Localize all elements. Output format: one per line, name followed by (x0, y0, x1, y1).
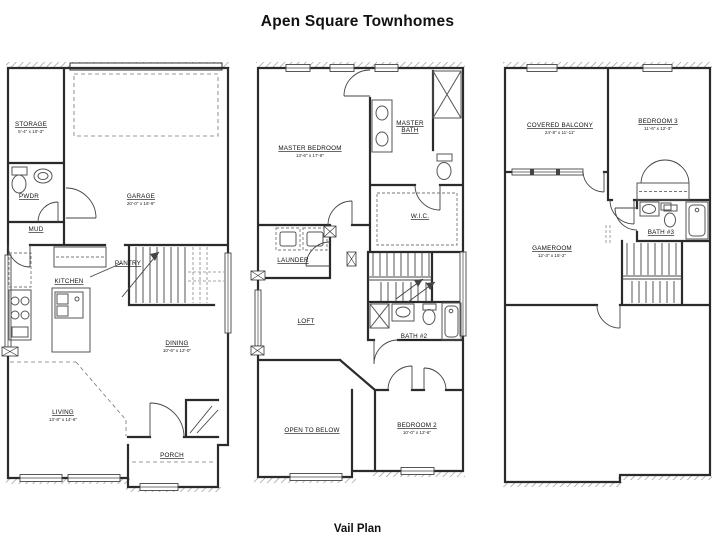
walls (256, 66, 465, 479)
laundry-fixtures (275, 227, 328, 251)
master-bedroom-label: MASTER BEDROOM (278, 145, 341, 152)
bedroom3-closet (636, 182, 690, 201)
sheet-title: Apen Square Townhomes (260, 13, 455, 30)
section-markers (250, 225, 357, 356)
covered-balcony-label: COVERED BALCONY (527, 122, 594, 129)
storage-label: STORAGE (15, 121, 47, 128)
porch-label: PORCH (160, 452, 184, 459)
plan-name: Vail Plan (333, 523, 382, 535)
windows (4, 252, 232, 491)
living-label: LIVING (52, 409, 74, 416)
powder-fixtures (11, 166, 53, 194)
walls (503, 66, 712, 484)
garage-door (69, 62, 223, 137)
wic-label: W.I.C. (411, 213, 429, 220)
garage-label: GARAGE (127, 193, 155, 200)
bath3-fixtures (639, 201, 709, 240)
master-bath-fixtures (371, 70, 462, 180)
stairs (121, 247, 224, 303)
ceiling-break-lines (10, 361, 214, 463)
section-markers (1, 346, 19, 357)
stairs (368, 253, 436, 303)
mud-label: MUD (29, 226, 44, 233)
second-floor-plan: MASTER BEDROOM 13'-6" x 17'-8" MASTER BA… (250, 62, 467, 483)
labels: COVERED BALCONY 24'-8" x 11'-11" BEDROOM… (527, 118, 678, 258)
master-bedroom-dims: 13'-6" x 17'-8" (296, 153, 325, 158)
first-floor-plan: STORAGE 5'-4" x 10'-3" PWDR MUD GARAGE 2… (1, 62, 232, 492)
kitchen-fixtures (8, 246, 107, 353)
open-to-below-label: OPEN TO BELOW (284, 427, 339, 434)
third-floor-plan: COVERED BALCONY 24'-8" x 11'-11" BEDROOM… (503, 62, 712, 487)
bedroom3-label: BEDROOM 3 (638, 118, 678, 125)
exterior-hatch (503, 62, 712, 487)
living-dims: 13'-8" x 14'-6" (49, 417, 78, 422)
master-bath-label-line2: BATH (401, 127, 418, 134)
bedroom2-dims: 10'-0" x 12'-6" (403, 430, 432, 435)
pwdr-label: PWDR (19, 193, 39, 200)
bedroom3-dims: 11'-6" x 12'-3" (644, 126, 672, 131)
dining-dims: 10'-6" x 12'-0" (163, 348, 192, 353)
bath2-label: BATH #2 (401, 333, 428, 340)
storage-dims: 5'-4" x 10'-3" (18, 129, 44, 134)
wic-shelving (376, 192, 458, 246)
bath2-fixtures (369, 302, 462, 341)
dining-label: DINING (165, 340, 188, 347)
doors (305, 69, 447, 391)
gameroom-label: GAMEROOM (532, 245, 572, 252)
labels: STORAGE 5'-4" x 10'-3" PWDR MUD GARAGE 2… (15, 121, 192, 459)
covered-balcony-dims: 24'-8" x 11'-11" (545, 130, 575, 135)
doors (7, 187, 219, 438)
garage-dims: 20'-0" x 16'-9" (127, 201, 156, 206)
pantry-label: PANTRY (115, 260, 142, 267)
stairs (605, 225, 682, 303)
bath3-label: BATH #3 (648, 229, 675, 236)
loft-label: LOFT (298, 318, 315, 325)
master-bath-label-line1: MASTER (396, 120, 424, 127)
bedroom2-label: BEDROOM 2 (397, 422, 437, 429)
labels: MASTER BEDROOM 13'-6" x 17'-8" MASTER BA… (277, 120, 437, 435)
gameroom-dims: 12'-3" x 15'-2" (538, 253, 567, 258)
doors (582, 159, 690, 329)
kitchen-label: KITCHEN (54, 278, 83, 285)
launder-label: LAUNDER (277, 257, 309, 264)
windows (254, 64, 467, 481)
